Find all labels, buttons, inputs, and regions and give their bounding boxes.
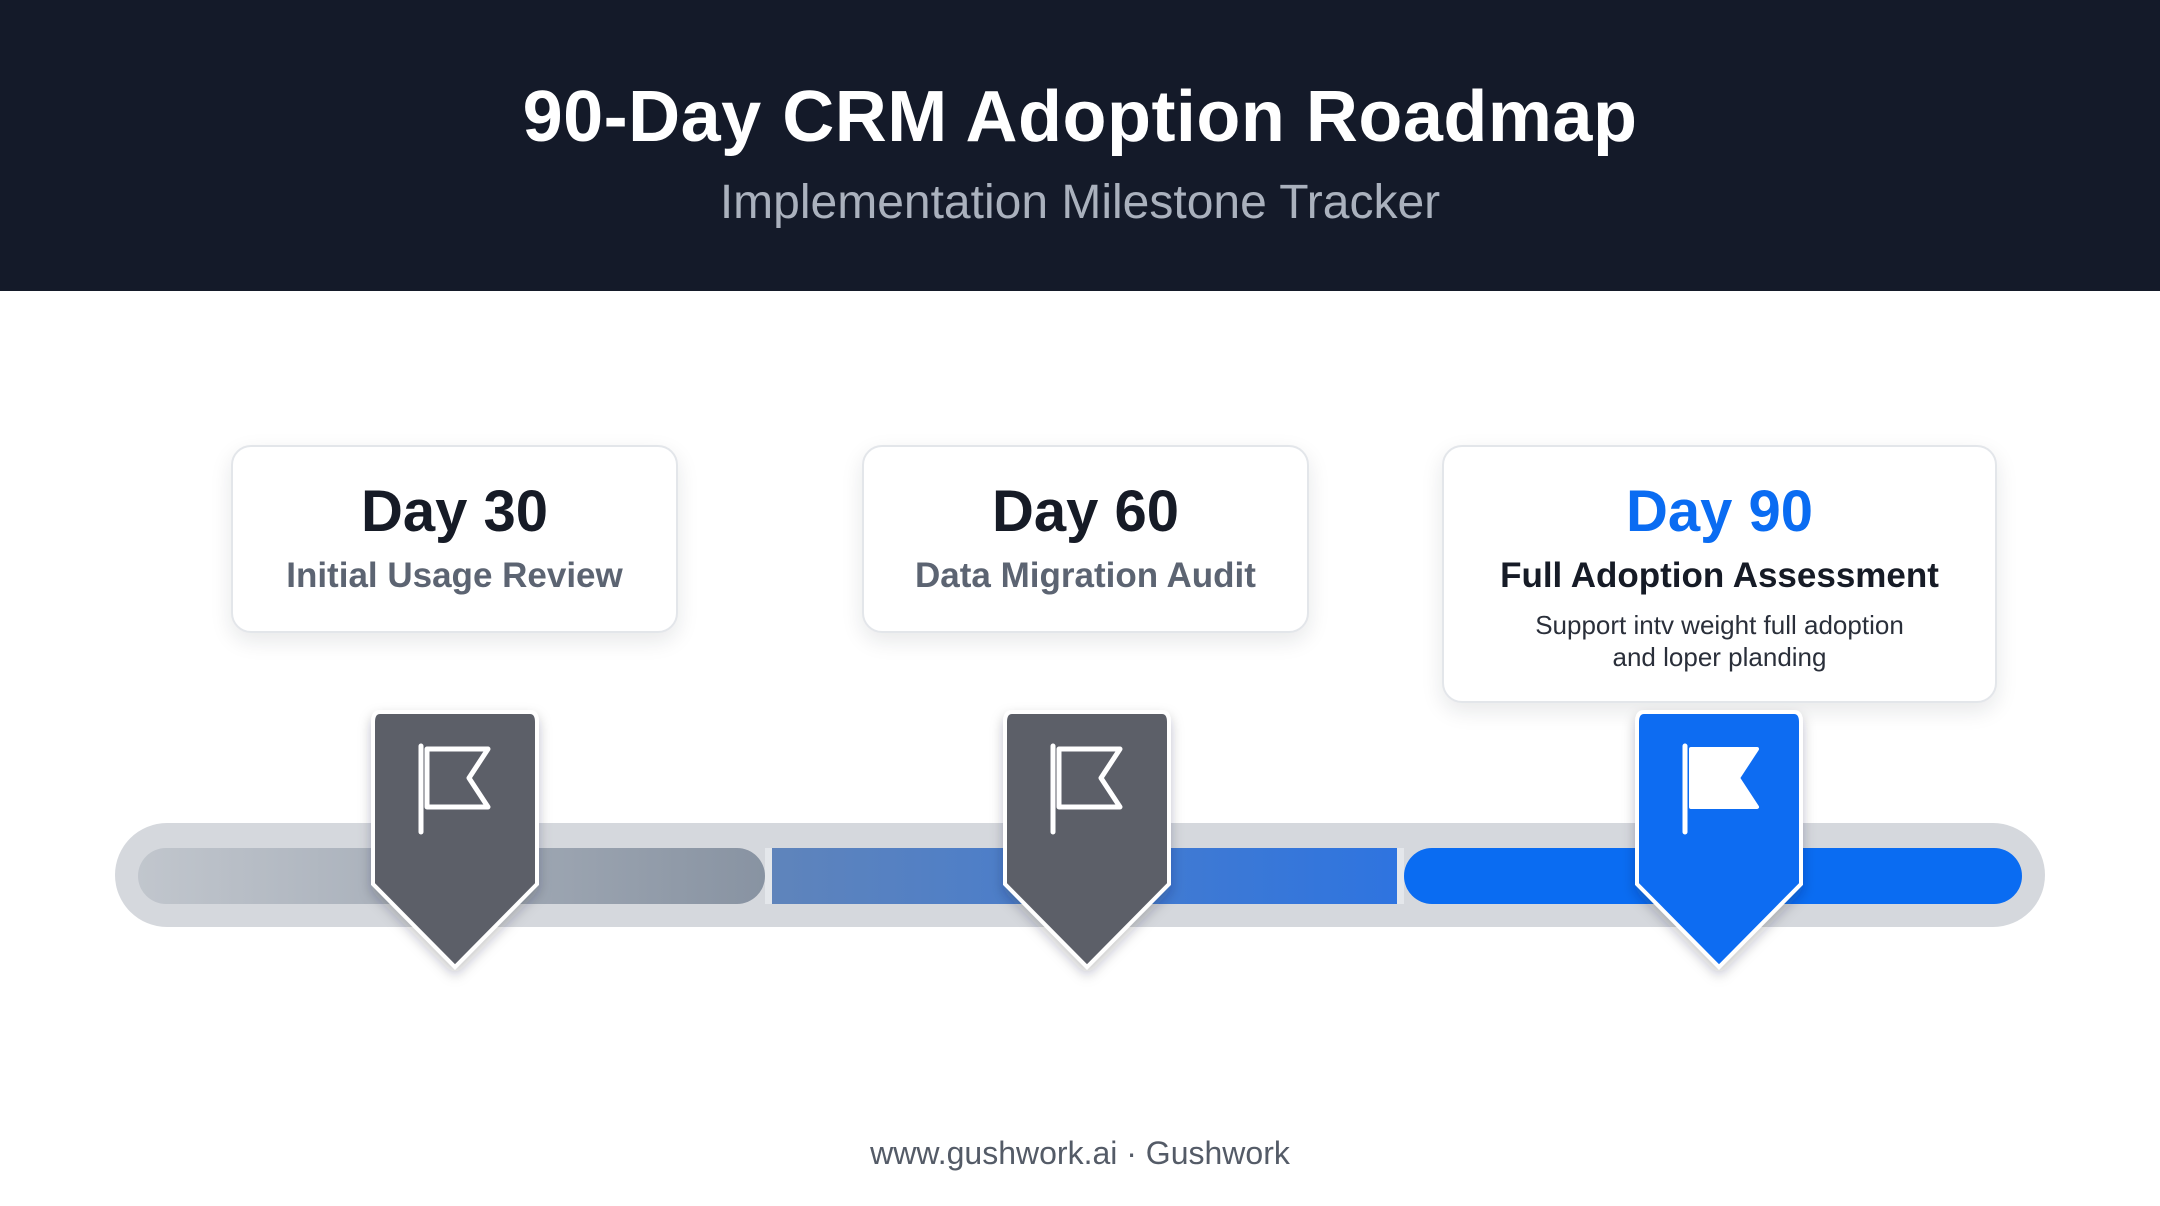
timeline-divider <box>1397 848 1404 904</box>
page-subtitle: Implementation Milestone Tracker <box>719 176 1441 229</box>
milestone-name: Initial Usage Review <box>286 555 623 595</box>
milestone-day-label: Day 90 <box>1625 479 1814 544</box>
timeline-divider <box>765 848 772 904</box>
header-banner: 90-Day CRM Adoption Roadmap Implementati… <box>0 0 2160 291</box>
milestone-marker-day-90 <box>1635 710 1803 970</box>
flag-icon <box>1050 743 1123 835</box>
milestone-day-label: Day 30 <box>360 479 549 544</box>
flag-icon <box>1682 743 1759 835</box>
milestone-marker-day-60 <box>1003 710 1171 970</box>
page-title: 90-Day CRM Adoption Roadmap <box>522 77 1638 157</box>
milestone-day-label: Day 60 <box>991 479 1180 544</box>
milestone-card-day-90: Day 90 Full Adoption Assessment Support … <box>1442 445 1997 703</box>
milestone-description: Support intv weight full adoption and lo… <box>1444 609 1995 673</box>
milestone-card-day-30: Day 30 Initial Usage Review <box>231 445 678 633</box>
milestone-description-line: and loper planding <box>1612 641 1827 672</box>
milestone-name: Full Adoption Assessment <box>1500 555 1939 595</box>
milestone-card-day-60: Day 60 Data Migration Audit <box>862 445 1309 633</box>
footer-attribution: www.gushwork.ai · Gushwork <box>870 1135 1290 1171</box>
flag-icon <box>418 743 491 835</box>
milestone-name: Data Migration Audit <box>915 555 1256 595</box>
milestone-description-line: Support intv weight full adoption <box>1535 609 1904 640</box>
milestone-marker-day-30 <box>371 710 539 970</box>
